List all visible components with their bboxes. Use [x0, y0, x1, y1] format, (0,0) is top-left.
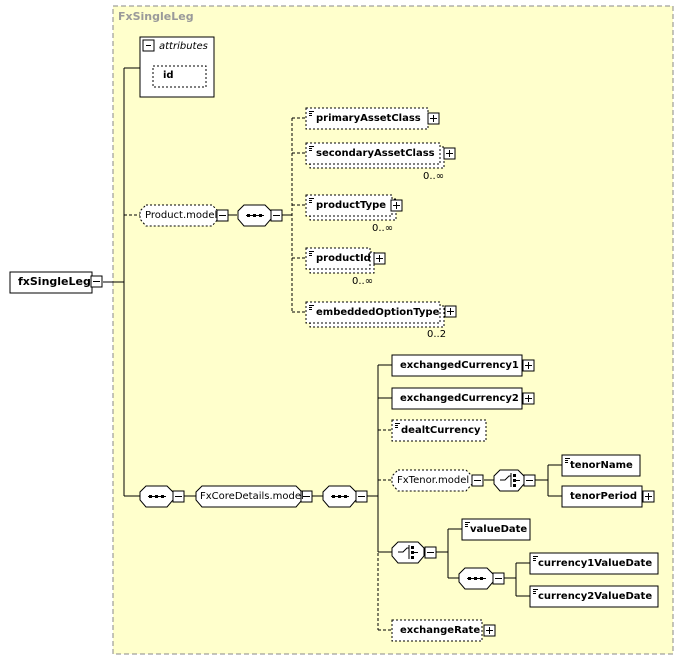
fx-core-details-model-label[interactable]: FxCoreDetails.model — [200, 491, 304, 502]
tenor-period-box[interactable] — [561, 485, 655, 508]
dealt-currency-label[interactable]: dealtCurrency — [401, 425, 481, 436]
embedded-option-type-cardinality: 0..2 — [427, 329, 447, 340]
product-type-box[interactable] — [305, 194, 403, 221]
exchanged-currency2-label[interactable]: exchangedCurrency2 — [400, 393, 519, 404]
group-title: FxSingleLeg — [118, 10, 194, 23]
value-date-label[interactable]: valueDate — [470, 524, 528, 535]
product-sequence-compositor[interactable] — [237, 204, 283, 227]
attribute-id[interactable]: id — [163, 70, 174, 81]
product-id-cardinality: 0..∞ — [352, 276, 374, 287]
secondary-asset-class-box[interactable] — [305, 142, 456, 169]
exchanged-currency1-box[interactable] — [391, 354, 535, 377]
currency2-value-date-box[interactable] — [529, 585, 659, 608]
embedded-option-type-box[interactable] — [305, 301, 457, 328]
product-model-group[interactable] — [139, 204, 229, 227]
exchanged-currency2-box[interactable] — [391, 387, 535, 410]
currency1-value-date-box[interactable] — [529, 552, 659, 575]
dealt-currency-box[interactable] — [391, 419, 487, 442]
exchange-rate-label[interactable]: exchangeRate — [400, 625, 481, 636]
fx-tenor-model-label[interactable]: FxTenor.model — [397, 475, 470, 486]
value-date-sequence-compositor[interactable] — [458, 567, 505, 590]
attributes-header: attributes — [159, 41, 208, 52]
optional-connectors — [124, 117, 392, 631]
root-element-box[interactable] — [9, 271, 103, 294]
tenor-period-label[interactable]: tenorPeriod — [570, 491, 637, 502]
embedded-option-type-label[interactable]: embeddedOptionType — [316, 307, 440, 318]
value-date-box[interactable] — [461, 518, 531, 541]
secondary-asset-class-cardinality: 0..∞ — [423, 171, 445, 182]
product-id-box[interactable] — [305, 247, 386, 274]
exchange-rate-box[interactable] — [391, 619, 496, 642]
product-type-cardinality: 0..∞ — [372, 223, 394, 234]
core-inner-sequence-compositor[interactable] — [322, 485, 368, 508]
attributes-box — [139, 36, 215, 98]
fx-tenor-model-group[interactable] — [391, 469, 484, 492]
core-sequence-compositor[interactable] — [139, 485, 185, 508]
currency2-value-date-label[interactable]: currency2ValueDate — [538, 591, 653, 602]
product-model-label[interactable]: Product.model — [145, 210, 218, 221]
primary-asset-class-box[interactable] — [305, 107, 440, 130]
tenor-name-box[interactable] — [561, 454, 641, 477]
tenor-name-label[interactable]: tenorName — [570, 460, 633, 471]
fx-core-details-model-group[interactable] — [195, 485, 313, 508]
tenor-choice-compositor[interactable] — [493, 469, 536, 492]
secondary-asset-class-label[interactable]: secondaryAssetClass — [316, 148, 435, 159]
currency1-value-date-label[interactable]: currency1ValueDate — [538, 558, 653, 569]
exchanged-currency1-label[interactable]: exchangedCurrency1 — [400, 360, 519, 371]
root-element-label[interactable]: fxSingleLeg — [18, 275, 91, 288]
element-glyphs — [309, 111, 570, 594]
connector-lines — [103, 67, 562, 597]
value-date-choice-compositor[interactable] — [391, 541, 437, 564]
product-id-label[interactable]: productId — [316, 253, 371, 264]
primary-asset-class-label[interactable]: primaryAssetClass — [316, 113, 421, 124]
product-type-label[interactable]: productType — [316, 200, 387, 211]
